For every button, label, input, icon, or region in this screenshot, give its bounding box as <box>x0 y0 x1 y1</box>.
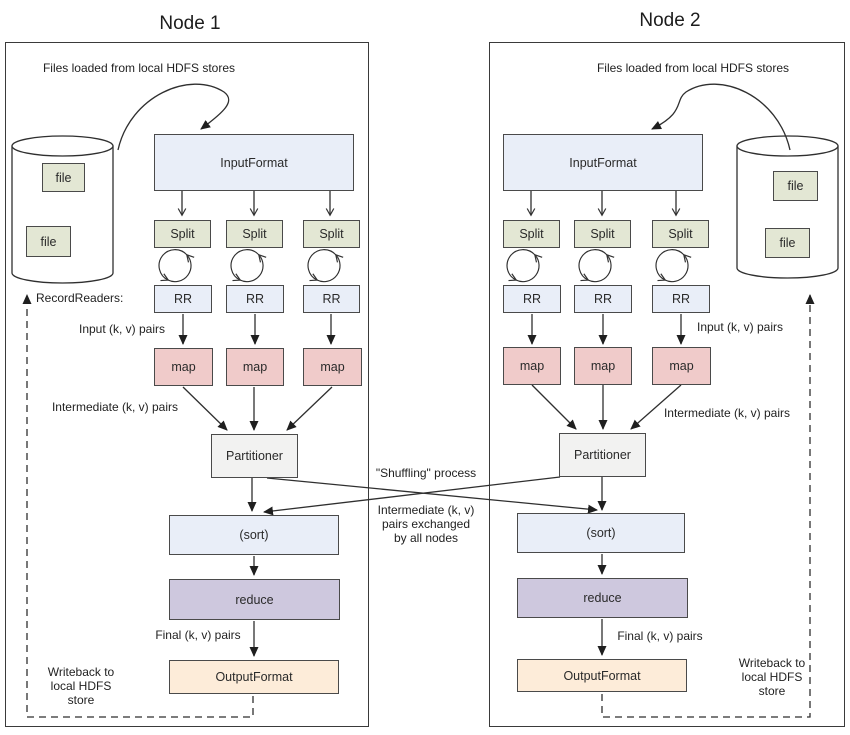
file-box: file <box>26 226 71 257</box>
sort-box: (sort) <box>517 513 685 553</box>
map-box: map <box>226 348 284 386</box>
writeback-label: Writeback to local HDFS store <box>729 656 815 698</box>
sort-box: (sort) <box>169 515 339 555</box>
writeback-line: store <box>67 693 95 707</box>
hdfs-cylinder <box>736 146 839 279</box>
shuffle-arrow-n1-to-n2 <box>266 477 598 514</box>
hdfs-cylinder-top <box>736 135 839 157</box>
loop-arc <box>167 253 195 283</box>
loop-arc <box>316 253 344 283</box>
writeback-dashed-path <box>601 294 815 718</box>
node1-title: Node 1 <box>159 13 221 34</box>
intermediate-pairs-label: Intermediate (k, v) pairs <box>51 400 179 414</box>
input-format-box: InputFormat <box>154 134 354 191</box>
partitioner-box: Partitioner <box>559 433 646 477</box>
loop-arc <box>587 253 615 283</box>
reduce-box: reduce <box>169 579 340 620</box>
exchange-line: pairs exchanged <box>381 517 471 531</box>
loop-arc <box>664 253 692 283</box>
split-box: Split <box>652 220 709 248</box>
split-box: Split <box>303 220 360 248</box>
record-reader-box: RR <box>503 285 561 313</box>
exchange-line: by all nodes <box>393 531 459 545</box>
loop-arc <box>239 253 267 283</box>
hdfs-cylinder-top <box>11 135 114 157</box>
split-box: Split <box>503 220 560 248</box>
final-pairs-label: Final (k, v) pairs <box>155 628 241 642</box>
writeback-dashed-path <box>22 294 254 718</box>
map-box: map <box>154 348 213 386</box>
load-arrow <box>651 83 791 151</box>
writeback-line: local HDFS <box>741 670 803 684</box>
shuffle-arrow-n2-to-n1 <box>263 476 561 516</box>
loop-arc <box>230 249 260 282</box>
record-reader-box: RR <box>154 285 212 313</box>
map-partitioner-arrow <box>286 386 333 431</box>
file-box: file <box>773 171 818 201</box>
writeback-line: local HDFS <box>50 679 112 693</box>
loop-arc <box>506 249 536 282</box>
record-reader-box: RR <box>226 285 284 313</box>
loop-arc <box>515 253 543 283</box>
load-arrow <box>117 83 230 151</box>
map-partitioner-arrow <box>182 386 228 431</box>
input-format-box: InputFormat <box>503 134 703 191</box>
map-box: map <box>652 347 711 385</box>
split-box: Split <box>226 220 283 248</box>
map-partitioner-arrow <box>531 384 577 430</box>
files-loaded-label: Files loaded from local HDFS stores <box>42 61 236 75</box>
split-box: Split <box>574 220 631 248</box>
record-readers-label: RecordReaders: <box>36 291 124 305</box>
shuffling-process-label: "Shuffling" process <box>375 466 477 480</box>
exchange-line: Intermediate (k, v) <box>377 503 475 517</box>
writeback-line: Writeback to <box>47 665 115 679</box>
writeback-line: Writeback to <box>738 656 806 670</box>
record-reader-box: RR <box>303 285 360 313</box>
final-pairs-label: Final (k, v) pairs <box>617 629 703 643</box>
intermediate-pairs-label: Intermediate (k, v) pairs <box>663 406 791 420</box>
writeback-line: store <box>758 684 786 698</box>
loop-arc <box>158 249 188 282</box>
record-reader-box: RR <box>574 285 632 313</box>
record-reader-box: RR <box>652 285 710 313</box>
record-reader-loops <box>506 249 692 283</box>
loop-arc <box>655 249 685 282</box>
node2-title: Node 2 <box>639 10 701 31</box>
split-box: Split <box>154 220 211 248</box>
output-format-box: OutputFormat <box>517 659 687 692</box>
writeback-label: Writeback to local HDFS store <box>39 665 123 707</box>
exchange-label: Intermediate (k, v) pairs exchanged by a… <box>364 503 488 545</box>
map-box: map <box>303 348 362 386</box>
loop-arc <box>578 249 608 282</box>
file-box: file <box>42 163 85 192</box>
reduce-box: reduce <box>517 578 688 618</box>
file-box: file <box>765 228 810 258</box>
map-partitioner-arrow <box>630 384 682 430</box>
loop-arc <box>307 249 337 282</box>
partitioner-box: Partitioner <box>211 434 298 478</box>
input-pairs-label: Input (k, v) pairs <box>78 322 166 336</box>
input-pairs-label: Input (k, v) pairs <box>696 320 784 334</box>
files-loaded-label: Files loaded from local HDFS stores <box>596 61 790 75</box>
output-format-box: OutputFormat <box>169 660 339 694</box>
map-box: map <box>574 347 632 385</box>
record-reader-loops <box>158 249 344 283</box>
map-box: map <box>503 347 561 385</box>
